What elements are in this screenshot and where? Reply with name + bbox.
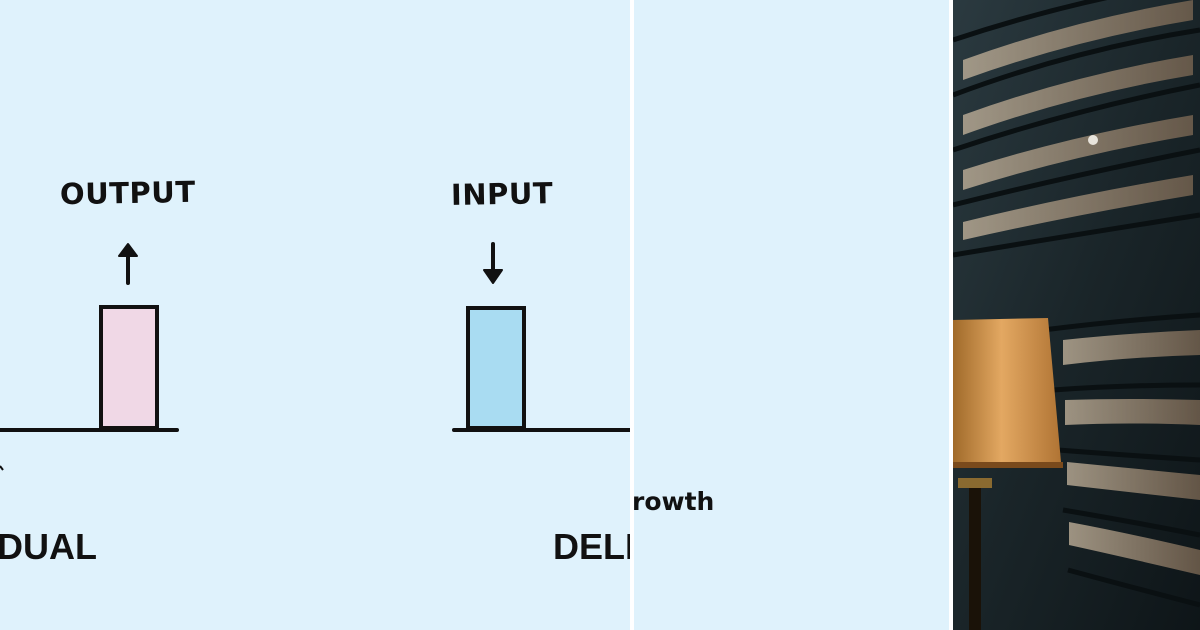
diagram-drawing xyxy=(0,242,630,471)
output-bar xyxy=(99,305,159,430)
growth-word: rowth xyxy=(634,487,715,516)
library-photo-drawing xyxy=(953,0,1200,630)
library-photo xyxy=(953,0,1200,630)
individual-word: DUAL xyxy=(0,526,97,567)
input-bar xyxy=(466,306,526,430)
down-arrow-icon xyxy=(483,242,503,284)
output-label: OUTPUT xyxy=(59,174,196,212)
stray-mark xyxy=(0,465,4,471)
diagram-panel: OUTPUT INPUT DUAL DELE xyxy=(0,0,630,630)
delegation-word: DELE xyxy=(553,526,630,567)
up-arrow-icon xyxy=(118,243,138,285)
blank-panel: rowth xyxy=(634,0,949,630)
input-label: INPUT xyxy=(450,176,554,212)
